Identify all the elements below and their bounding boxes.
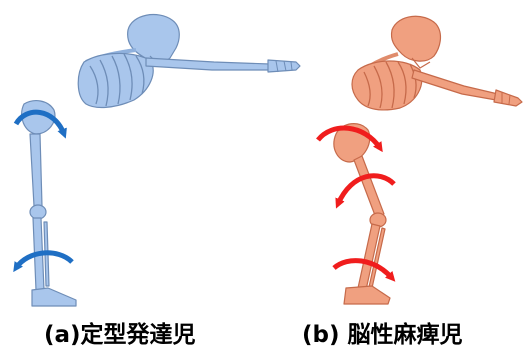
rib-cage xyxy=(78,53,153,107)
arm xyxy=(412,70,498,100)
caption-cerebral-palsy: (b) 脳性麻痺児 xyxy=(302,318,463,352)
femur xyxy=(30,134,42,206)
typical-development-skeleton xyxy=(22,15,300,306)
skull-icon xyxy=(391,16,440,61)
ankle-rotation-arrow-icon xyxy=(16,253,72,268)
foot xyxy=(344,286,390,304)
foot xyxy=(32,288,76,306)
caption-typical-development: (a)定型発達児 xyxy=(44,318,196,352)
arm xyxy=(146,58,270,70)
hand xyxy=(494,90,522,106)
femur xyxy=(354,156,384,218)
